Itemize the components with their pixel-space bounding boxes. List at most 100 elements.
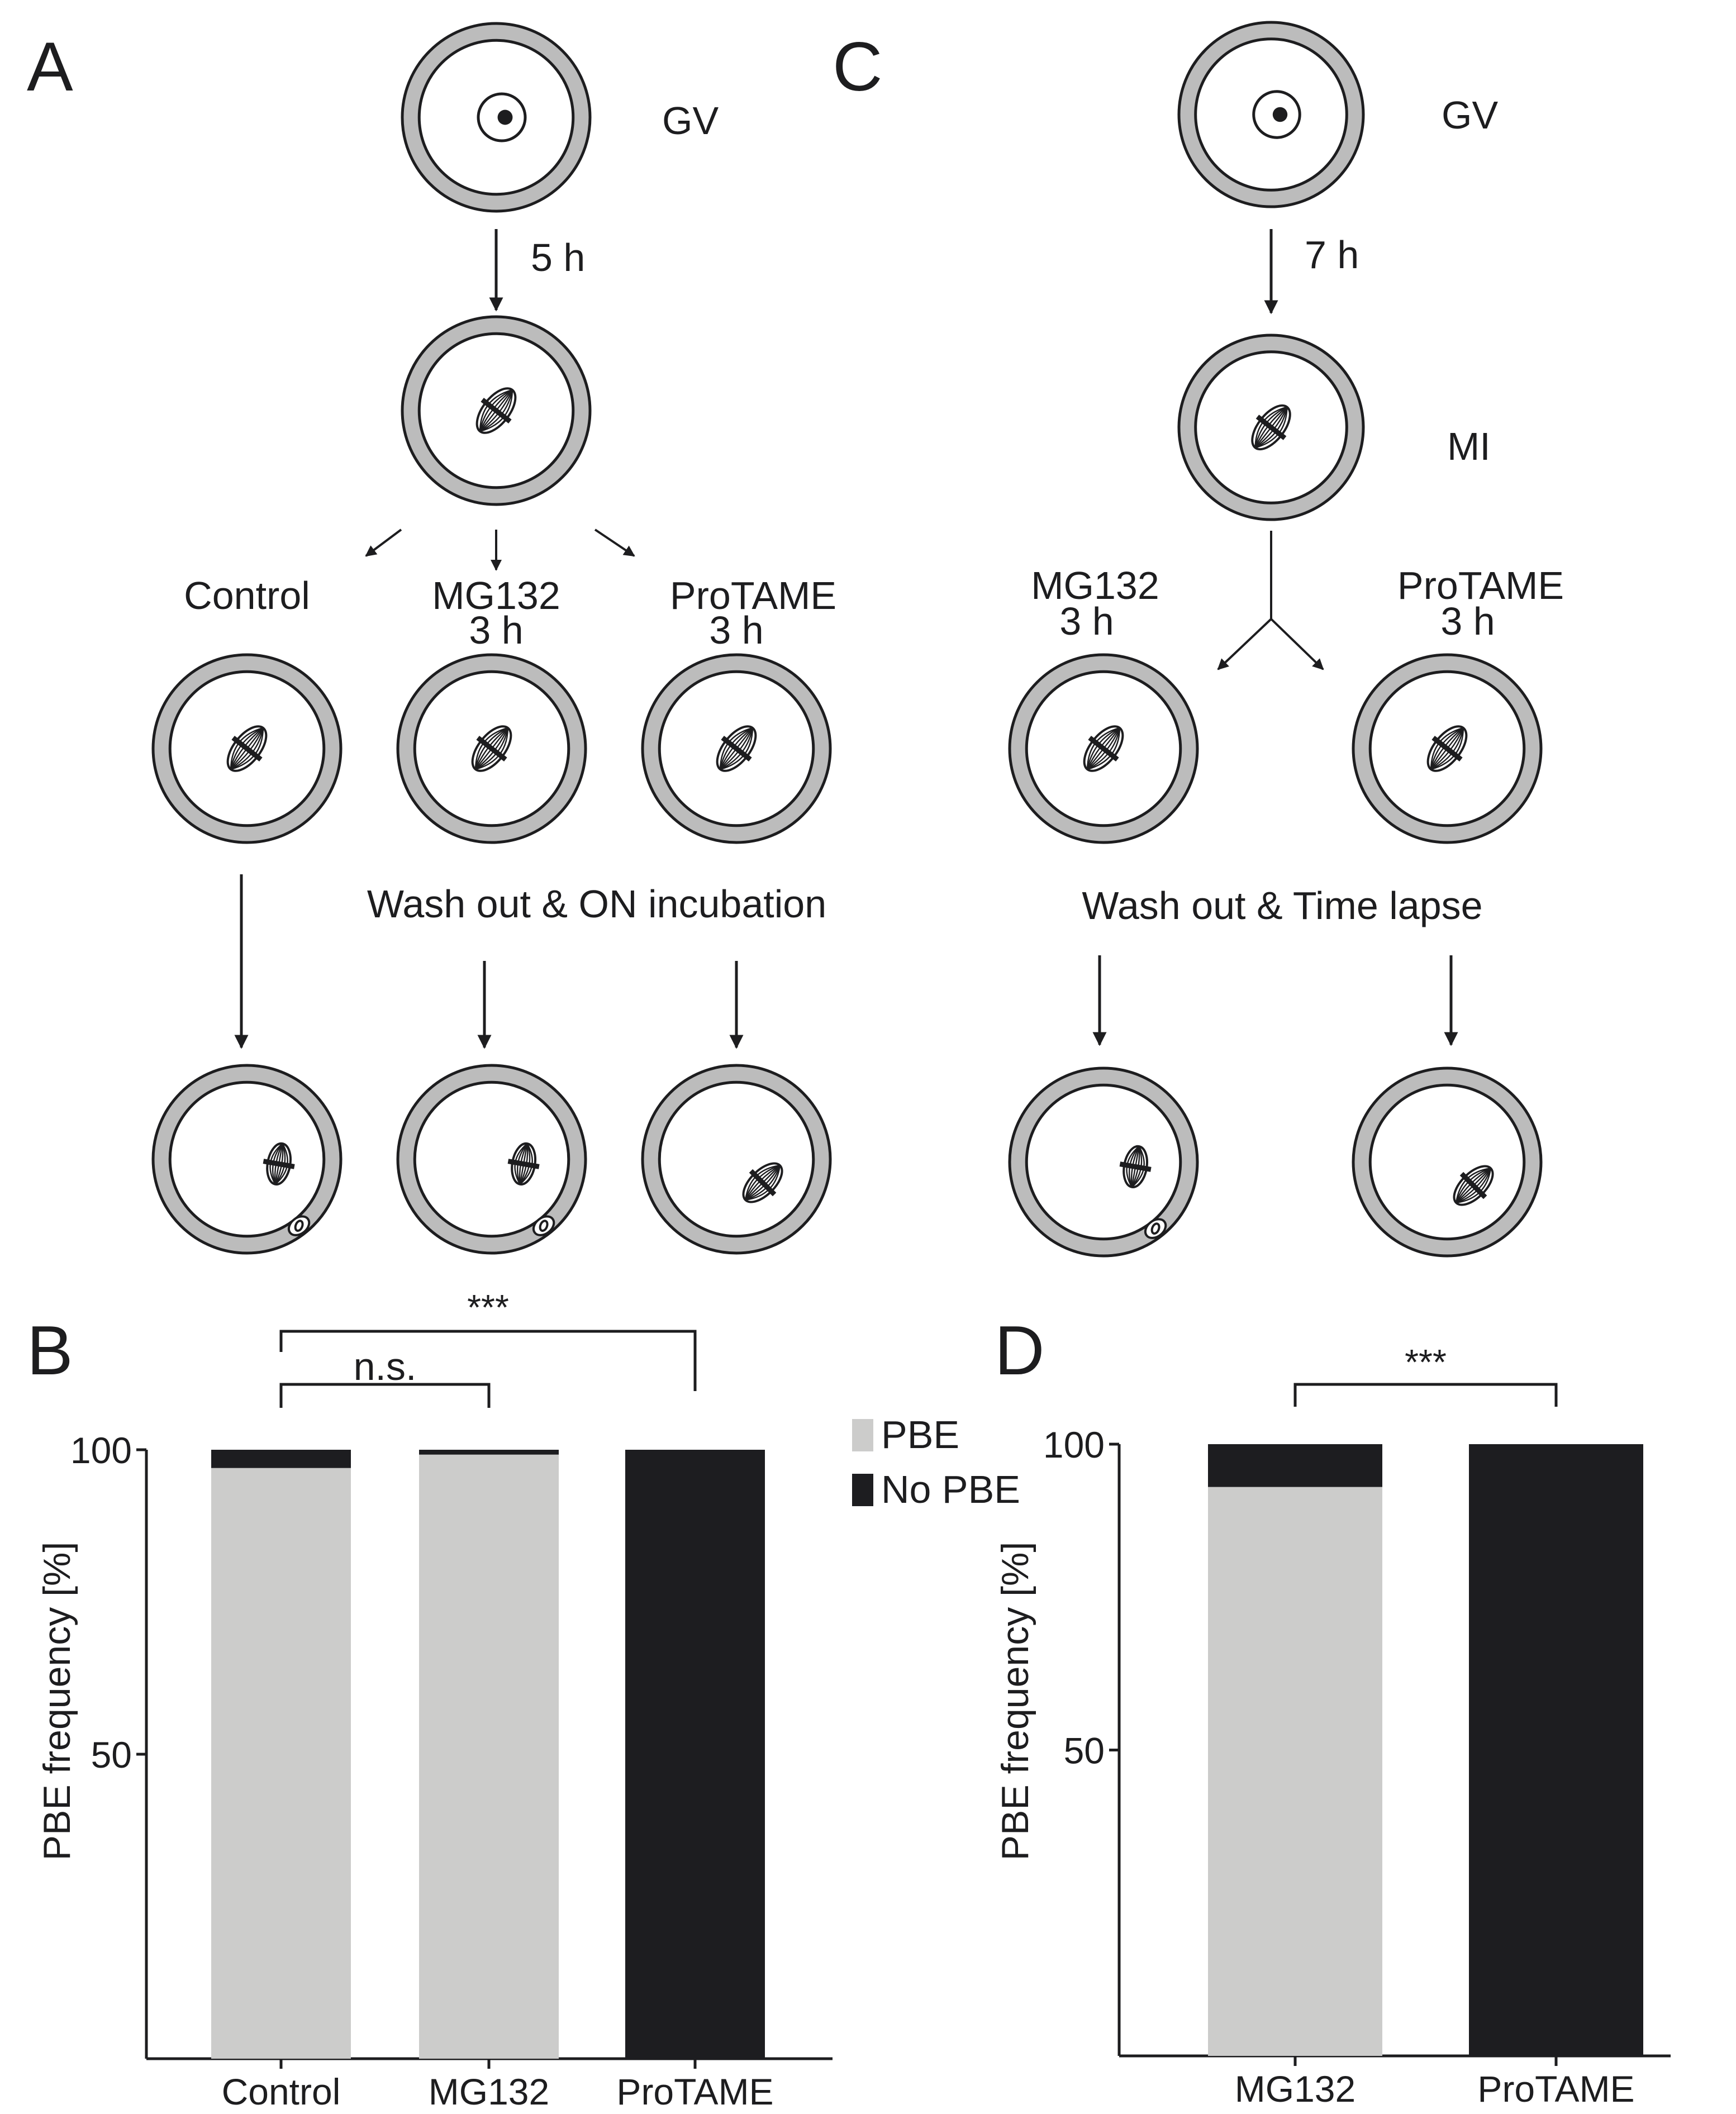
panel-a-schematic: A GV 5 h Control MG132 3 h ProTAME 3 h W… xyxy=(27,22,836,1255)
arrow xyxy=(1270,618,1324,670)
chromosome-plate xyxy=(231,736,263,761)
oocyte xyxy=(1008,1066,1199,1258)
panel-a-cells xyxy=(151,22,832,1255)
branch-c-protame-label: ProTAME xyxy=(1397,564,1564,607)
chromosome-plate xyxy=(1119,1161,1152,1172)
panel-letter-d: D xyxy=(995,1312,1045,1389)
x-tick-label: MG132 xyxy=(1235,2068,1355,2110)
y-tick-label: 100 xyxy=(70,1430,132,1471)
oocyte xyxy=(1352,1066,1543,1258)
spindle xyxy=(471,725,512,772)
spindle xyxy=(1083,725,1124,772)
spindle xyxy=(263,1142,295,1185)
chromosome-plate xyxy=(263,1159,295,1169)
oocyte xyxy=(1008,653,1199,844)
arrow xyxy=(365,528,402,557)
polar-body-chromatin xyxy=(1150,1222,1160,1235)
significance-bracket xyxy=(279,1330,697,1391)
polar-body xyxy=(532,1215,555,1236)
gv-label-a: GV xyxy=(662,99,719,142)
branch-a-control-label: Control xyxy=(184,574,310,617)
bar-no-pbe xyxy=(625,1450,765,2059)
significance-bracket xyxy=(1293,1383,1558,1407)
branch-a-mg132-label: MG132 xyxy=(432,574,560,617)
legend-swatch xyxy=(852,1474,873,1506)
chart-b-ylabel: PBE frequency [%] xyxy=(36,1542,78,1861)
branch-a-protame-label: ProTAME xyxy=(670,574,836,617)
bar-pbe xyxy=(211,1468,351,2059)
spindle xyxy=(1426,725,1468,772)
chromosome-plate xyxy=(1459,1172,1487,1199)
panel-letter-a: A xyxy=(27,28,73,106)
bar-no-pbe xyxy=(211,1450,351,1468)
spindle xyxy=(742,1162,783,1203)
oocyte-cytoplasm xyxy=(1025,1083,1182,1241)
chart-d-ylabel: PBE frequency [%] xyxy=(994,1542,1036,1861)
x-tick-label: ProTAME xyxy=(1477,2068,1634,2110)
oocyte xyxy=(396,653,587,844)
y-tick-label: 100 xyxy=(1043,1424,1105,1465)
polar-body xyxy=(287,1215,311,1236)
spindle xyxy=(507,1142,540,1185)
x-tick-label: Control xyxy=(222,2071,341,2112)
oocyte xyxy=(1177,334,1365,521)
mi-label-c: MI xyxy=(1447,425,1491,468)
legend-label: PBE xyxy=(881,1413,959,1456)
bar-no-pbe xyxy=(1469,1444,1643,2056)
arrow xyxy=(1217,618,1272,670)
gv-label-c: GV xyxy=(1442,93,1498,137)
chromosome-plate xyxy=(476,736,507,761)
polar-body xyxy=(1144,1218,1167,1239)
bar-no-pbe xyxy=(1208,1444,1382,1487)
oocyte xyxy=(641,653,832,844)
y-tick-label: 50 xyxy=(91,1734,132,1775)
significance-label: *** xyxy=(467,1287,509,1327)
spindle xyxy=(226,725,268,772)
x-tick-label: MG132 xyxy=(429,2071,549,2112)
y-tick-label: 50 xyxy=(1064,1730,1105,1772)
polar-body-chromatin xyxy=(294,1220,304,1232)
chromosome-plate xyxy=(749,1169,777,1197)
significance-label: n.s. xyxy=(354,1345,417,1388)
legend-label: No PBE xyxy=(881,1468,1020,1511)
bar-no-pbe xyxy=(419,1450,559,1455)
chromosome-plate xyxy=(1088,736,1119,761)
time-label-a: 5 h xyxy=(531,236,585,279)
oocyte-cytoplasm xyxy=(168,1080,326,1238)
panel-letter-c: C xyxy=(833,28,883,106)
spindle xyxy=(1119,1145,1152,1188)
oocyte xyxy=(401,315,592,506)
arrow xyxy=(594,528,635,557)
panel-c-schematic: C GV 7 h MI MG132 3 h ProTAME 3 h Wash o… xyxy=(833,21,1564,1258)
oocyte xyxy=(151,653,343,844)
branch-a-protame-time: 3 h xyxy=(709,608,763,652)
branch-c-protame-time: 3 h xyxy=(1440,599,1495,643)
nucleolus xyxy=(497,109,513,125)
panel-c-cells xyxy=(1008,21,1543,1258)
oocyte xyxy=(401,22,592,213)
oocyte-cytoplasm xyxy=(1368,1083,1526,1241)
polar-body-chromatin xyxy=(539,1220,549,1232)
bar-pbe xyxy=(419,1454,559,2059)
oocyte-cytoplasm xyxy=(413,1080,570,1238)
significance-bracket xyxy=(279,1383,491,1408)
oocyte xyxy=(1177,21,1365,208)
spindle xyxy=(475,387,517,434)
significance-label: *** xyxy=(1405,1342,1447,1382)
panel-letter-b: B xyxy=(27,1312,73,1389)
wash-label-c: Wash out & Time lapse xyxy=(1082,884,1482,927)
chromosome-plate xyxy=(1255,415,1287,440)
bar-pbe xyxy=(1208,1487,1382,2056)
branch-c-mg132-time: 3 h xyxy=(1059,599,1114,643)
oocyte xyxy=(641,1064,832,1255)
x-tick-label: ProTAME xyxy=(616,2071,773,2112)
chromosome-plate xyxy=(481,398,512,423)
chromosome-plate xyxy=(721,736,752,761)
oocyte xyxy=(1352,653,1543,844)
nucleolus xyxy=(1272,107,1288,122)
branch-c-mg132-label: MG132 xyxy=(1031,564,1159,607)
oocyte-cytoplasm xyxy=(658,1080,815,1238)
